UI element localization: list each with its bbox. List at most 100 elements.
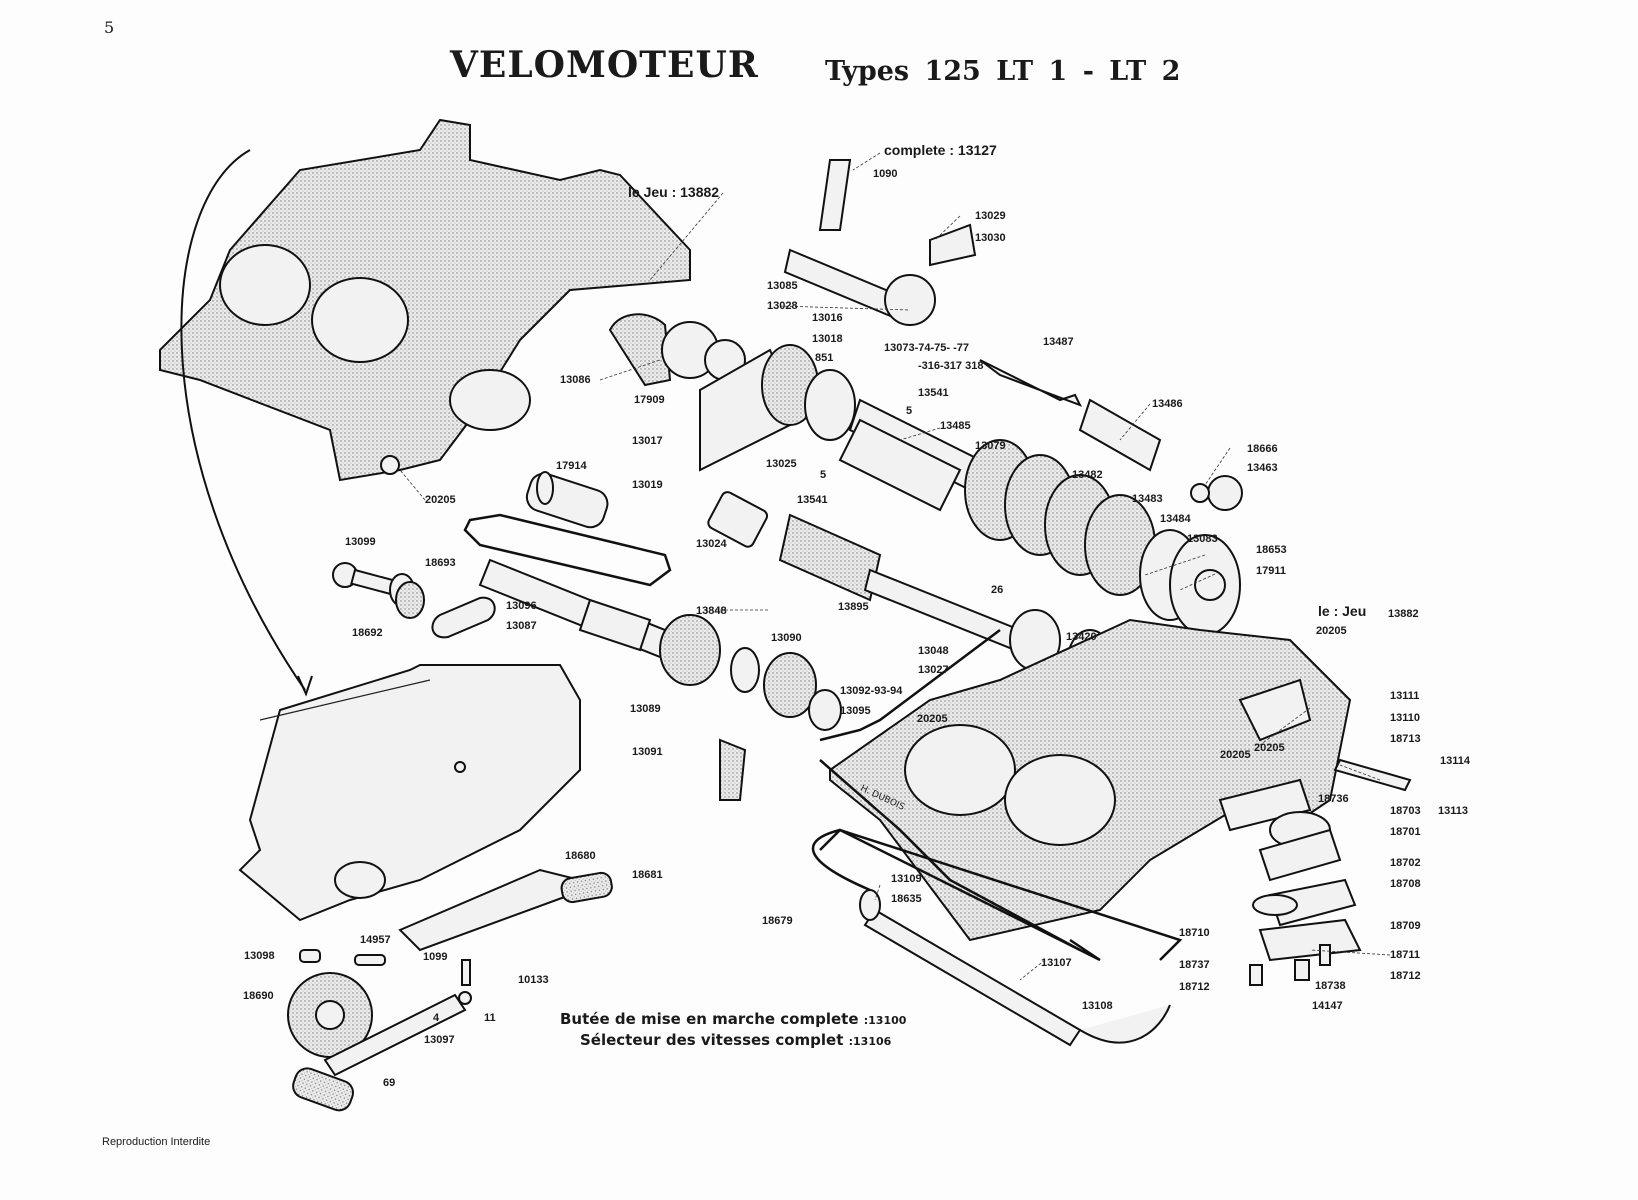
callout-label: 13483 <box>1132 493 1163 505</box>
layshaft <box>707 491 1113 691</box>
callout-label: 13017 <box>632 435 663 447</box>
callout-label: 14147 <box>1312 1000 1343 1012</box>
callout-label: 18690 <box>243 990 274 1002</box>
callout-label: 10133 <box>518 974 549 986</box>
callout-label: 13086 <box>560 374 591 386</box>
callout-label: 13087 <box>506 620 537 632</box>
callout-label: 13048 <box>918 645 949 657</box>
callout-label: 18701 <box>1390 826 1421 838</box>
callout-label: 13485 <box>940 420 971 432</box>
callout-label: 18713 <box>1390 733 1421 745</box>
callout-label: 18635 <box>891 893 922 905</box>
callout-label: 13019 <box>632 479 663 491</box>
callout-label: 20205 <box>1316 625 1347 637</box>
callout-label: 13024 <box>696 538 727 550</box>
callout-label: 13882 <box>1388 608 1419 620</box>
callout-label: complete : 13127 <box>884 142 997 158</box>
callout-label: 13085 <box>767 280 798 292</box>
crankcase-left-half <box>159 118 691 482</box>
callout-label: 20205 <box>1220 749 1251 761</box>
callout-label: 1099 <box>423 951 448 963</box>
callout-label: 18703 <box>1390 805 1421 817</box>
callout-label: 18693 <box>425 557 456 569</box>
callout-label: 13027 <box>918 664 949 676</box>
page-number: 5 <box>104 18 115 37</box>
callout-label: 17911 <box>1256 565 1286 577</box>
callout-label: 18712 <box>1179 981 1210 993</box>
callout-label: 13463 <box>1247 462 1278 474</box>
callout-label: 13092-93-94 <box>840 685 903 697</box>
callout-label: 13541 <box>918 387 949 399</box>
callout-label: 13486 <box>1152 398 1183 410</box>
callout-label: 13109 <box>891 873 922 885</box>
side-cover <box>238 664 581 922</box>
callout-label: 18708 <box>1390 878 1421 890</box>
callout-label: 18702 <box>1390 857 1421 869</box>
callout-label: 18712 <box>1390 970 1421 982</box>
callout-label: 13108 <box>1082 1000 1113 1012</box>
callout-label: 13090 <box>771 632 802 644</box>
callout-leader-lines <box>399 152 1391 981</box>
callout-label: 18738 <box>1315 980 1346 992</box>
callout-label: 18653 <box>1256 544 1287 556</box>
callout-label: 18681 <box>632 869 663 881</box>
callout-label: 18711 <box>1390 949 1420 961</box>
callout-label: 18680 <box>565 850 596 862</box>
callout-label: 13030 <box>975 232 1006 244</box>
callout-label: 1090 <box>873 168 898 180</box>
callout-label: 18679 <box>762 915 793 927</box>
callout-label: 13487 <box>1043 336 1074 348</box>
callout-label: 13096 <box>506 600 537 612</box>
callout-label: 13097 <box>424 1034 455 1046</box>
callout-label: 13028 <box>767 300 798 312</box>
callout-label: 20205 <box>1254 742 1285 754</box>
callout-label: 69 <box>383 1077 396 1089</box>
footer-copyright: Reproduction Interdite <box>102 1136 211 1148</box>
note-text: Sélecteur des vitesses complet <box>580 1031 844 1049</box>
callout-label: 13113 <box>1438 805 1468 817</box>
diagram-subtitle: Types 125 LT 1 - LT 2 <box>825 56 1181 87</box>
callout-label: 13018 <box>812 333 843 345</box>
callout-label: 851 <box>815 352 834 364</box>
callout-label: 17909 <box>634 394 665 406</box>
callout-label: 13089 <box>630 703 661 715</box>
callout-label: 17914 <box>556 460 587 472</box>
callout-label: 13025 <box>766 458 797 470</box>
callout-label: 13016 <box>812 312 843 324</box>
callout-label: 13484 <box>1160 513 1191 525</box>
callout-label: 13895 <box>838 601 869 613</box>
callout-label: 13091 <box>632 746 663 758</box>
callout-label: 5 <box>906 405 913 417</box>
callout-label: 13073-74-75- -77 <box>884 342 970 354</box>
callout-label: 13099 <box>345 536 376 548</box>
callout-label: 5 <box>820 469 827 481</box>
callout-label: 13110 <box>1390 712 1420 724</box>
kickstart-lever <box>287 868 613 1112</box>
callout-label: 13083 <box>1187 533 1218 545</box>
note-kickstart-assembly: Butée de mise en marche complete :13100 <box>560 1010 906 1028</box>
callout-label: 18666 <box>1247 443 1278 455</box>
callout-label: 18709 <box>1390 920 1421 932</box>
callout-label: 18737 <box>1179 959 1210 971</box>
selector-mechanism <box>1249 758 1412 986</box>
callout-label: 13420 <box>1066 631 1097 643</box>
lower-shaft <box>578 598 1001 801</box>
callout-label: 14957 <box>360 934 391 946</box>
note-text: Butée de mise en marche complete <box>560 1010 859 1028</box>
callout-label: 13111 <box>1390 690 1420 702</box>
note-ref: :13106 <box>848 1035 892 1048</box>
assembly-arrow <box>180 149 306 691</box>
main-gear-shafts <box>608 159 1243 636</box>
callout-label: 13114 <box>1440 755 1470 767</box>
callout-label: le Jeu : 13882 <box>628 184 720 200</box>
callout-label: 13079 <box>975 440 1006 452</box>
callout-label: 13541 <box>797 494 828 506</box>
callout-label: 13095 <box>840 705 871 717</box>
selector-shaft <box>811 828 1183 1047</box>
callout-label: 18692 <box>352 627 383 639</box>
callout-label: le : Jeu <box>1318 603 1367 619</box>
callout-label: 13107 <box>1041 957 1072 969</box>
note-ref: :13100 <box>863 1014 907 1027</box>
